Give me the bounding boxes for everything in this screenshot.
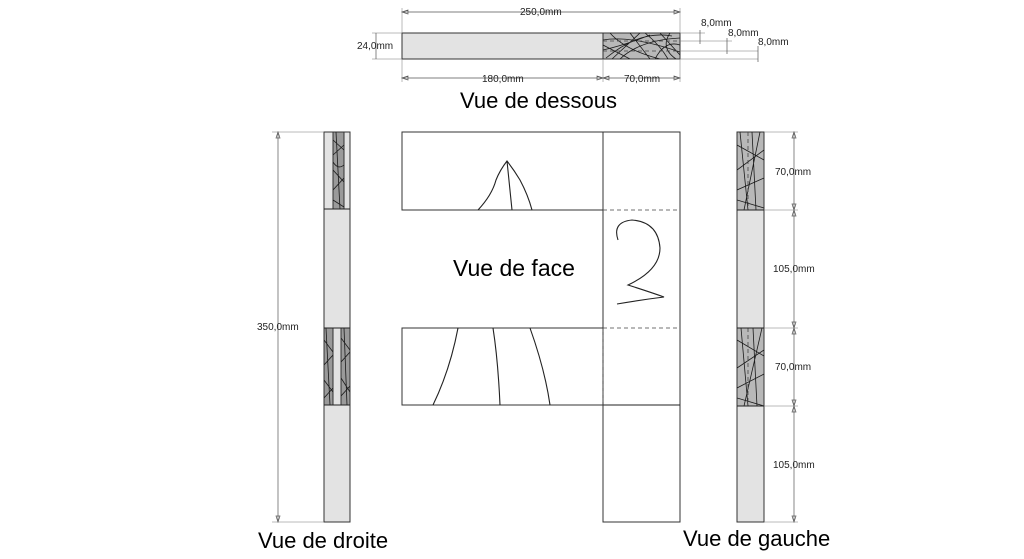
dim-top-offset-3: 8,0mm bbox=[758, 37, 789, 48]
right-view-panel bbox=[323, 131, 351, 523]
dim-top-depth: 24,0mm bbox=[357, 41, 393, 52]
left-view-title: Vue de gauche bbox=[683, 526, 830, 551]
dim-left-seg-3: 70,0mm bbox=[775, 362, 811, 373]
front-view-title: Vue de face bbox=[453, 255, 575, 281]
bottom-view-hatched-block bbox=[602, 32, 681, 60]
right-view: 350,0mm Vue de droite bbox=[257, 130, 388, 553]
dim-top-part-b: 70,0mm bbox=[624, 74, 660, 85]
dim-top-total-width: 250,0mm bbox=[520, 7, 562, 18]
front-view-bottom-box bbox=[401, 327, 604, 406]
dim-left-seg-4: 105,0mm bbox=[773, 460, 815, 471]
right-view-hatched-top bbox=[332, 131, 345, 210]
dim-top-offset-2: 8,0mm bbox=[728, 28, 759, 39]
dim-left-seg-1: 70,0mm bbox=[775, 167, 811, 178]
left-view-hatched-bottom bbox=[736, 327, 765, 407]
bottom-view: 250,0mm 24,0mm 180,0mm 70,0mm 8,0mm 8,0m… bbox=[357, 7, 789, 113]
front-view-number-sketch bbox=[616, 219, 665, 305]
right-view-title: Vue de droite bbox=[258, 528, 388, 553]
front-view-top-box bbox=[401, 131, 604, 211]
dim-left-seg-2: 105,0mm bbox=[773, 264, 815, 275]
left-view: 70,0mm 105,0mm 70,0mm 105,0mm Vue de gau… bbox=[683, 130, 830, 551]
front-view-bottom-sketch bbox=[432, 327, 551, 406]
front-view-top-sketch bbox=[477, 160, 533, 211]
bottom-view-title: Vue de dessous bbox=[460, 88, 617, 113]
front-view-right-column bbox=[602, 131, 681, 523]
dim-top-offset-1: 8,0mm bbox=[701, 18, 732, 29]
bottom-view-hatch-pattern bbox=[603, 33, 680, 59]
dim-top-part-a: 180,0mm bbox=[482, 74, 524, 85]
front-view: Vue de face bbox=[401, 131, 681, 523]
dim-total-height: 350,0mm bbox=[257, 322, 299, 333]
bottom-view-panel bbox=[401, 32, 604, 60]
